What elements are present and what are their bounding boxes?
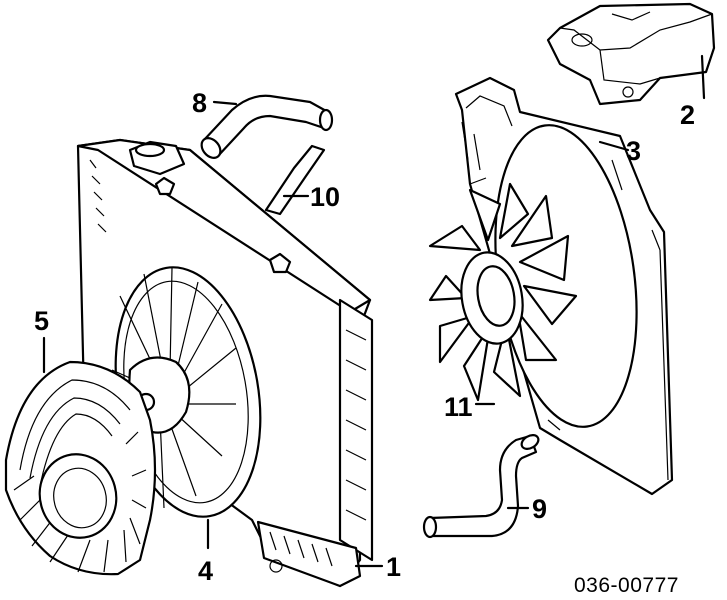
coolant-reservoir bbox=[546, 2, 716, 106]
callout-8: 8 bbox=[192, 88, 207, 118]
callout-11: 11 bbox=[444, 392, 473, 422]
callout-4: 4 bbox=[198, 556, 213, 586]
reference-code: 036-00777 bbox=[574, 574, 679, 597]
lower-radiator-hose bbox=[422, 434, 540, 539]
callout-3: 3 bbox=[626, 136, 641, 166]
clutch-fan bbox=[428, 182, 578, 406]
upper-radiator-hose bbox=[200, 94, 334, 159]
callout-9: 9 bbox=[532, 494, 547, 524]
callout-10: 10 bbox=[310, 182, 340, 212]
callout-1: 1 bbox=[386, 552, 401, 582]
fan-guard bbox=[4, 336, 157, 576]
overflow-hose bbox=[264, 144, 326, 216]
callout-5: 5 bbox=[34, 306, 49, 336]
callout-2: 2 bbox=[680, 100, 695, 130]
